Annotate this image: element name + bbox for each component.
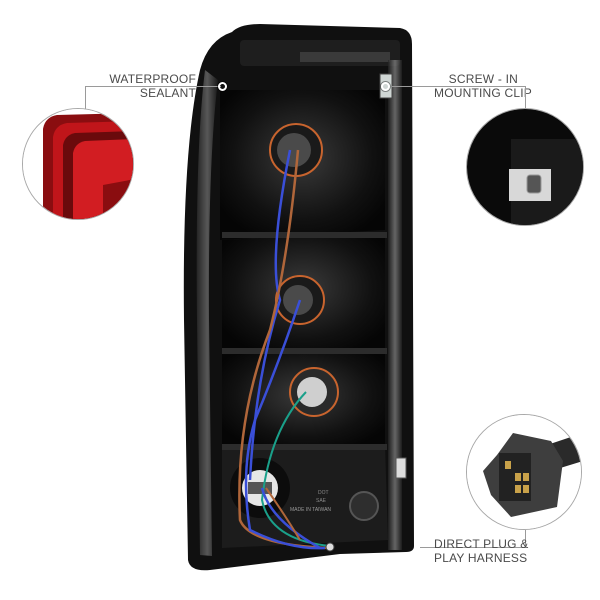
clip-marker-dot <box>381 82 390 91</box>
waterproof-leader-h <box>85 86 221 87</box>
plug-connector-closeup-icon <box>467 415 581 529</box>
clip-leader-v <box>525 86 526 110</box>
svg-text:SAE: SAE <box>316 498 327 504</box>
red-lens-edge-closeup-icon <box>23 109 133 219</box>
waterproof-marker-dot <box>218 82 227 91</box>
harness-label: DIRECT PLUG & PLAY HARNESS <box>434 537 529 565</box>
waterproof-leader-v <box>85 86 86 110</box>
svg-text:MADE IN TAIWAN: MADE IN TAIWAN <box>290 507 331 513</box>
bulb-socket-1 <box>269 123 323 177</box>
harness-leader-v <box>525 530 526 547</box>
svg-text:DOT: DOT <box>318 490 329 496</box>
waterproof-sealant-closeup <box>22 108 134 220</box>
mounting-clip-closeup <box>466 108 584 226</box>
bulb-socket-3 <box>289 367 339 417</box>
mounting-clip-closeup-icon <box>467 109 583 225</box>
harness-closeup <box>466 414 582 530</box>
mounting-clip-label: SCREW - IN MOUNTING CLIP <box>434 72 532 100</box>
clip-leader-h <box>392 86 526 87</box>
waterproof-sealant-label: WATERPROOF SEALANT <box>109 72 196 100</box>
harness-leader-h <box>420 547 526 548</box>
